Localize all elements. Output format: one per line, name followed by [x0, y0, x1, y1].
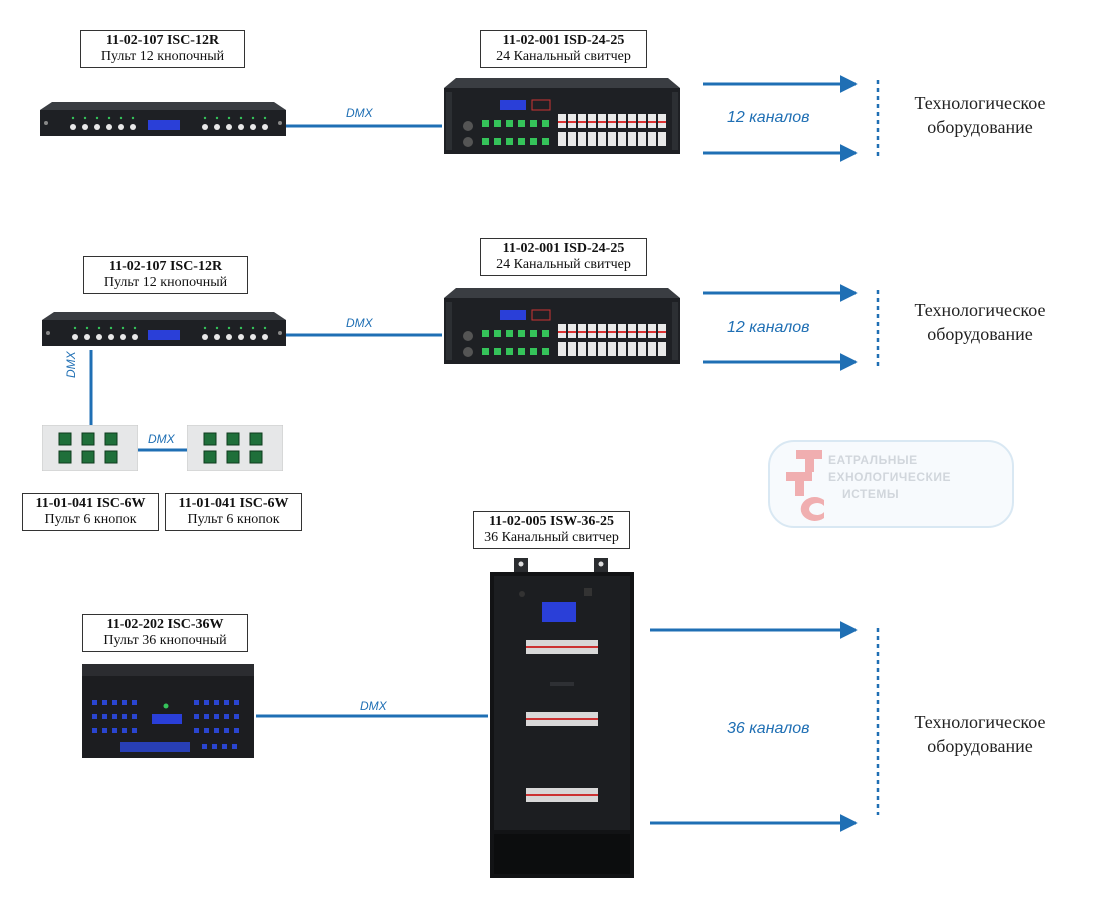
label-switcher-a: 11-02-001 ISD-24-25 24 Канальный свитчер [480, 30, 647, 68]
label-panel-b: 11-02-107 ISC-12R Пульт 12 кнопочный [83, 256, 248, 294]
logo-text: ЕАТРАЛЬНЫЕ ЕХНОЛОГИЧЕСКИЕ ИСТЕМЫ [828, 452, 951, 503]
wall-panel-b [187, 425, 283, 471]
equipment-line1: Технологическое [914, 300, 1046, 320]
dmx-label-row1: DMX [346, 106, 373, 120]
device-code: 11-02-107 ISC-12R [105, 33, 220, 48]
switcher-rack-a [444, 78, 680, 154]
channels-label-row2: 12 каналов [727, 319, 810, 336]
device-desc: Пульт 6 кнопок [44, 512, 137, 527]
label-switcher-b: 11-02-001 ISD-24-25 24 Канальный свитчер [480, 238, 647, 276]
label-panel-c: 11-02-202 ISC-36W Пульт 36 кнопочный [82, 614, 248, 652]
dmx-label-wall: DMX [148, 432, 175, 446]
channels-label-row1: 12 каналов [727, 109, 810, 126]
device-code: 11-02-202 ISC-36W [106, 617, 224, 632]
device-code: 11-02-107 ISC-12R [108, 259, 223, 274]
device-desc: Пульт 12 кнопочный [100, 49, 225, 64]
label-panel-a: 11-02-107 ISC-12R Пульт 12 кнопочный [80, 30, 245, 68]
label-wall-b: 11-01-041 ISC-6W Пульт 6 кнопок [165, 493, 302, 531]
logo-line2: ЕХНОЛОГИЧЕСКИЕ [828, 470, 951, 484]
wall-panel-a [42, 425, 138, 471]
device-desc: 24 Канальный свитчер [496, 49, 631, 64]
device-code: 11-01-041 ISC-6W [35, 496, 146, 511]
dmx-label-row3: DMX [360, 699, 387, 713]
device-desc: Пульт 12 кнопочный [103, 275, 228, 290]
device-desc: 36 Канальный свитчер [484, 530, 619, 545]
equipment-line2: оборудование [927, 324, 1033, 344]
device-code: 11-02-005 ISW-36-25 [488, 514, 615, 529]
logo-mark [786, 450, 824, 521]
desk-panel-c [82, 664, 254, 758]
equipment-label-row1: Технологическое оборудование [895, 91, 1065, 139]
equipment-line1: Технологическое [914, 93, 1046, 113]
company-logo: ЕАТРАЛЬНЫЕ ЕХНОЛОГИЧЕСКИЕ ИСТЕМЫ [768, 440, 1014, 528]
equipment-label-row2: Технологическое оборудование [895, 298, 1065, 346]
dmx-label-row2: DMX [346, 316, 373, 330]
logo-line3: ИСТЕМЫ [842, 487, 900, 501]
label-switcher-c: 11-02-005 ISW-36-25 36 Канальный свитчер [473, 511, 630, 549]
device-code: 11-02-001 ISD-24-25 [502, 33, 625, 48]
rack-panel-b [42, 312, 286, 346]
device-desc: 24 Канальный свитчер [496, 257, 631, 272]
channels-label-row3: 36 каналов [727, 720, 810, 737]
label-wall-a: 11-01-041 ISC-6W Пульт 6 кнопок [22, 493, 159, 531]
equipment-line2: оборудование [927, 736, 1033, 756]
device-code: 11-01-041 ISC-6W [178, 496, 289, 511]
wall-switcher-cabinet [490, 558, 634, 878]
equipment-line2: оборудование [927, 117, 1033, 137]
equipment-line1: Технологическое [914, 712, 1046, 732]
device-desc: Пульт 6 кнопок [187, 512, 280, 527]
logo-line1: ЕАТРАЛЬНЫЕ [828, 453, 918, 467]
dmx-label-vertical: DMX [64, 351, 78, 378]
rack-panel-a [40, 102, 286, 136]
device-desc: Пульт 36 кнопочный [103, 633, 227, 648]
equipment-label-row3: Технологическое оборудование [895, 710, 1065, 758]
switcher-rack-b [444, 288, 680, 364]
device-code: 11-02-001 ISD-24-25 [502, 241, 625, 256]
